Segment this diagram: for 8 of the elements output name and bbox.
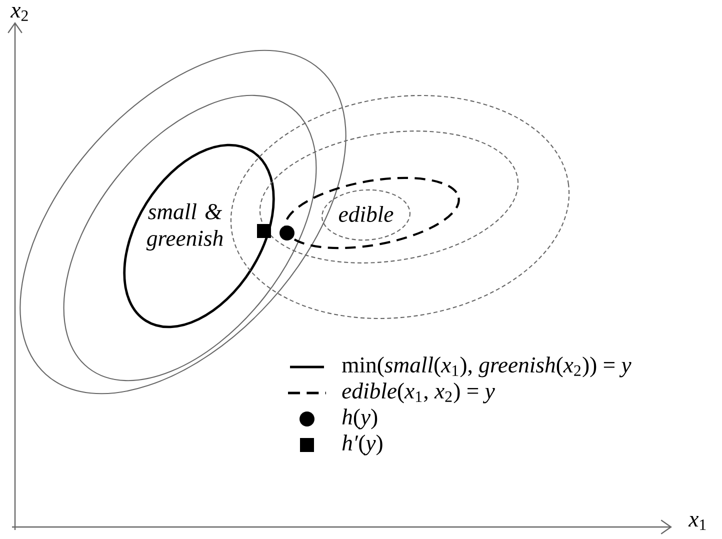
legend-text: edible(x$_{1}$, x$_{2}$) = y: [342, 382, 495, 404]
legend-text: h′(y): [342, 434, 382, 456]
legend-text: min(small(x$_{1}$), greenish(x$_{2}$)) = y: [342, 356, 632, 378]
region-label: edible: [339, 206, 394, 222]
region-label: small & greenish: [146, 203, 223, 251]
legend-text: h(y): [342, 408, 378, 430]
axis-label: x$_{2}$: [10, 7, 28, 21]
axis-label: x$_{1}$: [688, 516, 706, 530]
